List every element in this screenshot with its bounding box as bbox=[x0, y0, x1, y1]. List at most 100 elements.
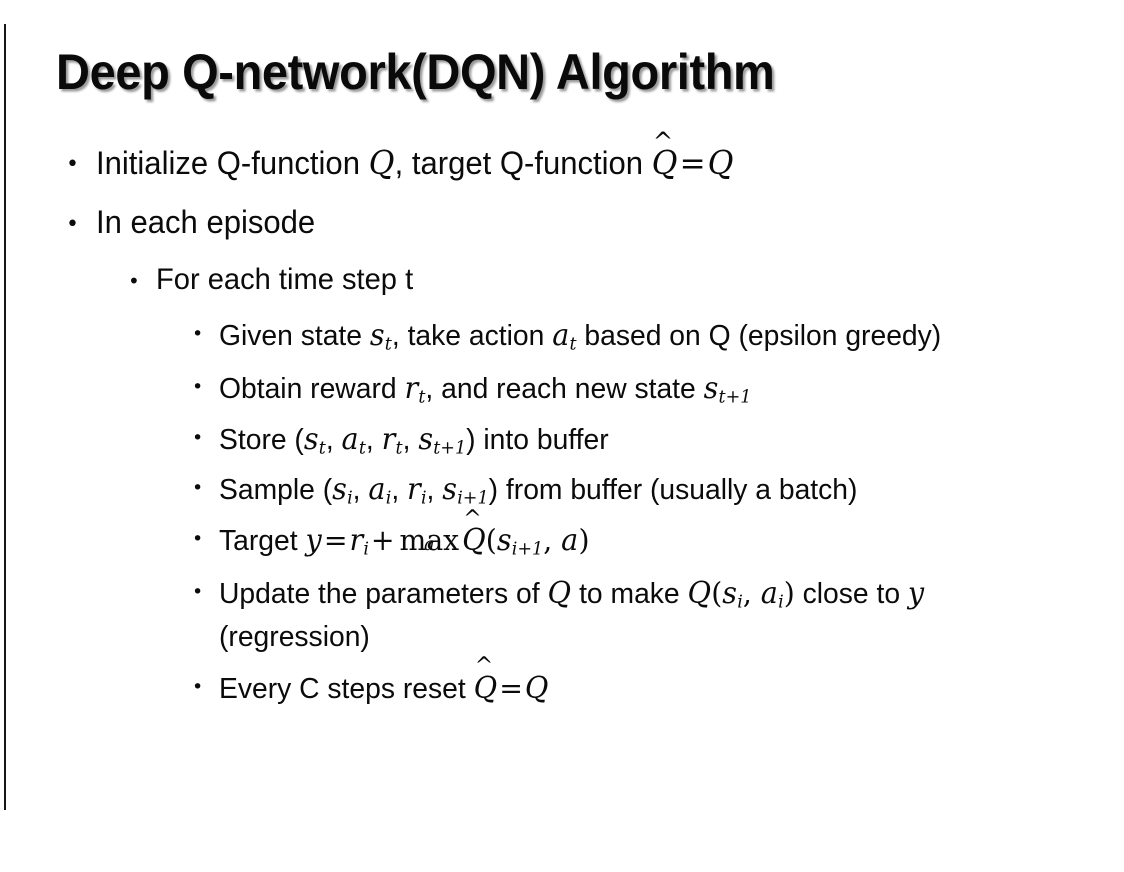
math-sample-s: s bbox=[332, 472, 348, 507]
bullet-initialize: • Initialize Q-function Q, target Q-func… bbox=[0, 129, 1124, 185]
bullet-for-each-time-step: • For each time step t bbox=[0, 260, 1124, 299]
math-state-s-subscript: t bbox=[384, 333, 392, 355]
math-target-qhat: Q^ bbox=[462, 508, 486, 562]
bullet-update-parameters-text: Update the parameters of Q to make Q(si,… bbox=[219, 572, 1077, 658]
bullet-sample-batch-text: Sample (si, ai, ri, si+1) from buffer (u… bbox=[219, 468, 1077, 512]
bullet-update-parameters: • Update the parameters of Q to make Q(s… bbox=[0, 572, 1124, 658]
math-update-s: s bbox=[722, 575, 738, 610]
math-update-a-subscript: i bbox=[778, 591, 784, 613]
algorithm-bullet-list: • Initialize Q-function Q, target Q-func… bbox=[0, 129, 1124, 717]
math-store-r-subscript: t bbox=[395, 437, 403, 459]
math-store-s-subscript: t bbox=[318, 437, 326, 459]
bullet-marker-icon: • bbox=[192, 675, 204, 698]
math-sample-s2-subscript: i+1 bbox=[457, 488, 489, 510]
bullet-initialize-text: Initialize Q-function Q, target Q-functi… bbox=[96, 129, 1093, 185]
bullet-marker-icon: • bbox=[192, 477, 204, 500]
page-title: Deep Q-network(DQN) Algorithm bbox=[56, 44, 775, 100]
math-store-s2-subscript: t+1 bbox=[433, 437, 467, 459]
text-update-p4: (regression) bbox=[219, 620, 370, 653]
math-update-s-subscript: i bbox=[737, 591, 743, 613]
math-target-paren-open: ( bbox=[485, 523, 497, 558]
math-target-s-subscript: i+1 bbox=[511, 538, 544, 560]
math-target-paren-close: ) bbox=[578, 523, 590, 558]
math-var-q: Q bbox=[368, 144, 395, 182]
math-store-a-subscript: t bbox=[358, 437, 366, 459]
math-target-comma: , bbox=[543, 523, 562, 558]
text-store-c1: , bbox=[325, 423, 342, 456]
math-update-q1: Q bbox=[547, 575, 572, 610]
bullet-marker-icon: • bbox=[66, 152, 79, 177]
math-max-underscript: a bbox=[424, 534, 435, 556]
math-sample-r: r bbox=[407, 472, 421, 507]
text-sample-c1: , bbox=[352, 474, 369, 507]
bullet-store-transition-text: Store (st, at, rt, st+1) into buffer bbox=[219, 418, 1077, 462]
text-sample-p2: ) from buffer (usually a batch) bbox=[488, 474, 858, 507]
text-update-p2: to make bbox=[571, 577, 688, 610]
text-sample-c3: , bbox=[426, 474, 443, 507]
bullet-obtain-reward: • Obtain reward rt, and reach new state … bbox=[0, 367, 1124, 411]
text-update-p3: close to bbox=[794, 577, 908, 610]
math-sample-r-subscript: i bbox=[420, 488, 427, 510]
math-max-label: max bbox=[399, 523, 460, 558]
math-reward-r: r bbox=[404, 370, 419, 405]
bullet-reset-target-network-text: Every C steps reset Q^=Q bbox=[219, 655, 1077, 710]
math-update-y: y bbox=[907, 575, 925, 610]
text-given-state-p1: Given state bbox=[219, 320, 370, 353]
math-state-s: s bbox=[369, 318, 385, 353]
bullet-marker-icon: • bbox=[128, 269, 140, 294]
bullet-store-transition: • Store (st, at, rt, st+1) into buffer bbox=[0, 418, 1124, 462]
math-target-r: r bbox=[349, 523, 364, 558]
math-action-a: a bbox=[552, 318, 570, 353]
math-store-r: r bbox=[381, 421, 396, 456]
math-next-state-s-subscript: t+1 bbox=[718, 386, 752, 408]
math-sample-s2: s bbox=[442, 472, 458, 507]
bullet-in-each-episode: • In each episode bbox=[0, 202, 1124, 244]
math-next-state-s: s bbox=[703, 370, 719, 405]
text-update-p1: Update the parameters of bbox=[219, 577, 548, 610]
math-reset-qhat-base: Q bbox=[473, 670, 498, 705]
math-target-y: y bbox=[305, 523, 322, 558]
bullet-given-state: • Given state st, take action at based o… bbox=[0, 314, 1124, 358]
math-target-equals: = bbox=[323, 523, 348, 558]
text-reset-p1: Every C steps reset bbox=[219, 672, 474, 705]
bullet-marker-icon: • bbox=[192, 426, 204, 449]
bullet-reset-target-network: • Every C steps reset Q^=Q bbox=[0, 655, 1124, 710]
math-update-q2: Q bbox=[687, 575, 712, 610]
text-store-p1: Store ( bbox=[219, 423, 304, 456]
text-store-c2: , bbox=[365, 423, 382, 456]
text-sample-p1: Sample ( bbox=[219, 474, 333, 507]
bullet-marker-icon: • bbox=[66, 211, 79, 237]
math-qhat-equals-q: Q^=Q bbox=[651, 129, 734, 182]
math-qhat-base: Q bbox=[651, 144, 678, 182]
math-update-a: a bbox=[760, 575, 779, 610]
bullet-marker-icon: • bbox=[192, 323, 204, 346]
math-target-qhat-base: Q bbox=[462, 523, 486, 558]
math-reset-qhat: Q^ bbox=[473, 655, 498, 710]
text-given-state-p2: , take action bbox=[391, 320, 553, 353]
bullet-obtain-reward-text: Obtain reward rt, and reach new state st… bbox=[219, 367, 1077, 411]
math-equals-sign: = bbox=[679, 144, 706, 182]
math-sample-s-subscript: i bbox=[347, 488, 353, 510]
bullet-marker-icon: • bbox=[192, 528, 204, 551]
bullet-marker-icon: • bbox=[192, 375, 204, 398]
math-update-paren-open: ( bbox=[711, 575, 723, 610]
math-target-a: a bbox=[561, 523, 579, 558]
text-store-p2: ) into buffer bbox=[466, 423, 609, 456]
math-update-paren-close: ) bbox=[783, 575, 795, 610]
math-store-s2: s bbox=[418, 421, 434, 456]
math-store-s: s bbox=[303, 421, 319, 456]
text-obtain-reward-p1: Obtain reward bbox=[219, 372, 405, 405]
bullet-for-each-time-step-text: For each time step t bbox=[156, 263, 414, 297]
math-sample-a-subscript: i bbox=[385, 488, 392, 510]
slide-left-border bbox=[4, 24, 6, 810]
math-reward-r-subscript: t bbox=[418, 386, 426, 408]
text-initialize-prefix: Initialize Q-function bbox=[96, 145, 369, 181]
math-sample-a: a bbox=[368, 472, 386, 507]
math-reset-q: Q bbox=[524, 670, 549, 705]
text-store-c3: , bbox=[402, 423, 419, 456]
bullet-sample-batch: • Sample (si, ai, ri, si+1) from buffer … bbox=[0, 468, 1124, 512]
